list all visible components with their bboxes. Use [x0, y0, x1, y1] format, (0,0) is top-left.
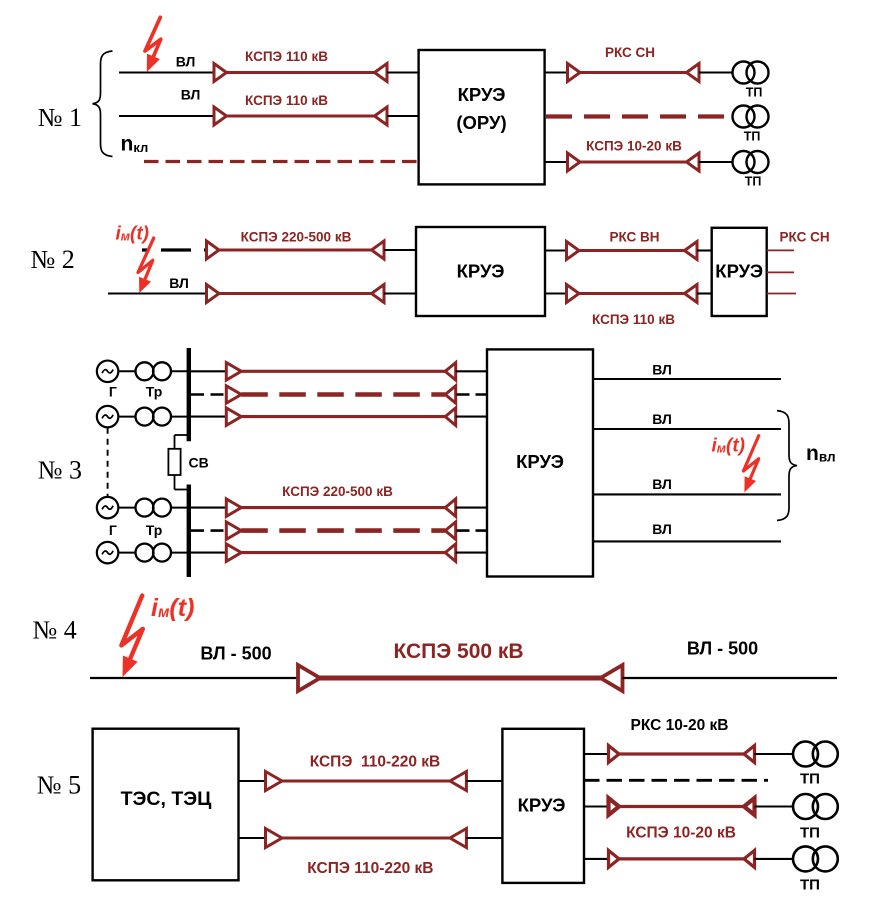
- svg-text:КСПЭ 220-500 кВ: КСПЭ 220-500 кВ: [241, 230, 352, 245]
- svg-text:№ 1: № 1: [38, 103, 82, 132]
- svg-text:№ 3: № 3: [38, 456, 82, 485]
- svg-text:РКС ВН: РКС ВН: [609, 230, 659, 245]
- svg-text:iм(t): iм(t): [151, 594, 194, 622]
- svg-text:КСПЭ 10-20 кВ: КСПЭ 10-20 кВ: [626, 825, 736, 842]
- svg-text:ВЛ: ВЛ: [652, 521, 672, 537]
- svg-text:РКС СН: РКС СН: [780, 230, 830, 245]
- svg-text:ВЛ - 500: ВЛ - 500: [200, 644, 271, 664]
- svg-text:КРУЭ: КРУЭ: [458, 84, 506, 105]
- svg-text:КСПЭ 110-220 кВ: КСПЭ 110-220 кВ: [310, 754, 441, 771]
- svg-text:Г: Г: [109, 522, 117, 538]
- svg-text:iм(t): iм(t): [116, 224, 150, 245]
- svg-text:ВЛ - 500: ВЛ - 500: [687, 639, 758, 659]
- svg-text:Тр: Тр: [146, 384, 163, 400]
- svg-text:ТП: ТП: [746, 86, 763, 100]
- svg-text:СВ: СВ: [189, 455, 209, 471]
- svg-text:КРУЭ: КРУЭ: [715, 261, 763, 282]
- svg-text:КСПЭ 110 кВ: КСПЭ 110 кВ: [245, 49, 328, 64]
- svg-text:(ОРУ): (ОРУ): [456, 112, 506, 133]
- svg-text:ВЛ: ВЛ: [176, 54, 196, 70]
- svg-text:№ 5: № 5: [37, 771, 81, 800]
- svg-text:№ 4: № 4: [33, 616, 77, 645]
- svg-text:ВЛ: ВЛ: [652, 362, 672, 378]
- svg-text:ТП: ТП: [800, 877, 820, 894]
- svg-text:КСПЭ 10-20 кВ: КСПЭ 10-20 кВ: [586, 139, 682, 154]
- svg-text:ТП: ТП: [800, 770, 820, 787]
- svg-text:ВЛ: ВЛ: [652, 476, 672, 492]
- svg-text:КРУЭ: КРУЭ: [516, 451, 564, 472]
- svg-text:Тр: Тр: [146, 522, 163, 538]
- svg-text:РКС СН: РКС СН: [605, 45, 655, 60]
- svg-text:ТЭС, ТЭЦ: ТЭС, ТЭЦ: [121, 788, 212, 810]
- svg-text:ВЛ: ВЛ: [169, 275, 189, 291]
- svg-text:КСПЭ 500 кВ: КСПЭ 500 кВ: [393, 640, 523, 663]
- svg-text:ВЛ: ВЛ: [652, 411, 672, 427]
- svg-text:КСПЭ 110-220 кВ: КСПЭ 110-220 кВ: [307, 860, 433, 877]
- svg-text:ТП: ТП: [800, 825, 820, 842]
- svg-text:РКС 10-20 кВ: РКС 10-20 кВ: [631, 717, 729, 734]
- svg-text:ВЛ: ВЛ: [181, 87, 201, 103]
- svg-text:iм(t): iм(t): [712, 436, 746, 457]
- svg-text:КСПЭ 110 кВ: КСПЭ 110 кВ: [592, 312, 675, 327]
- svg-text:ТП: ТП: [745, 175, 762, 189]
- svg-text:КРУЭ: КРУЭ: [518, 795, 566, 816]
- svg-text:ТП: ТП: [744, 130, 761, 144]
- svg-text:Г: Г: [109, 384, 117, 400]
- svg-text:КРУЭ: КРУЭ: [457, 261, 505, 282]
- svg-text:№ 2: № 2: [31, 245, 75, 274]
- svg-text:КСПЭ 110 кВ: КСПЭ 110 кВ: [245, 93, 328, 108]
- svg-text:КСПЭ 220-500 кВ: КСПЭ 220-500 кВ: [282, 484, 393, 499]
